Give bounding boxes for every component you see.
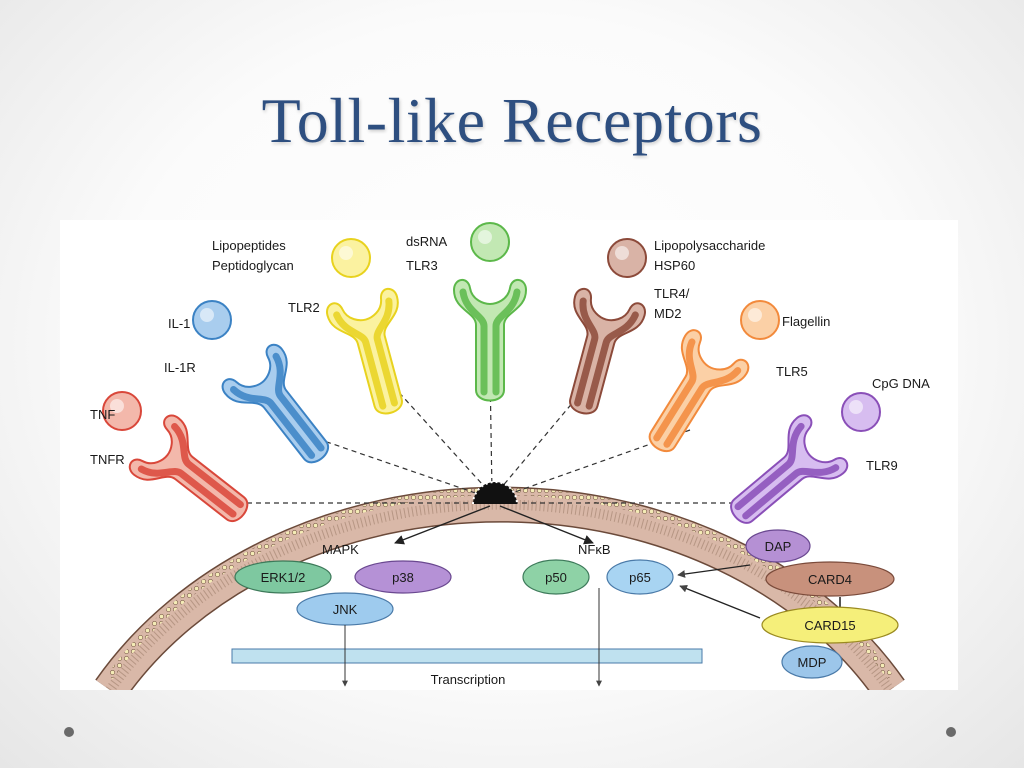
ligand-highlight-2 (339, 246, 353, 260)
ligand-highlight-5 (748, 308, 762, 322)
signal-hub (472, 481, 518, 505)
slide-corner-dot-right (946, 727, 956, 737)
label-flagellin: Flagellin (782, 314, 830, 329)
p38-node (354, 560, 452, 594)
label-hsp60: HSP60 (654, 258, 695, 273)
card15-label: CARD15 (804, 618, 855, 633)
ligand-highlight-3 (478, 230, 492, 244)
tlr-diagram: TNF TNFR IL-1 IL-1R Lipopeptides Peptido… (60, 220, 958, 690)
dap-label: DAP (765, 539, 792, 554)
ligand-highlight-6 (849, 400, 863, 414)
jnk-label: JNK (333, 602, 358, 617)
slide-corner-dot-left (64, 727, 74, 737)
diagram-canvas: TNF TNFR IL-1 IL-1R Lipopeptides Peptido… (90, 222, 930, 690)
erk-label: ERK1/2 (261, 570, 306, 585)
label-transcription: Transcription (431, 672, 506, 687)
label-md2: MD2 (654, 306, 681, 321)
label-il1: IL-1 (168, 316, 190, 331)
dap-node (745, 529, 811, 563)
label-cpg-dna: CpG DNA (872, 376, 930, 391)
ligand-4 (607, 238, 647, 278)
arrow-to-mapk (394, 505, 491, 545)
receptor-2 (326, 287, 403, 415)
mdp-node (781, 645, 843, 679)
receptor-3 (452, 279, 528, 402)
ligand-1 (192, 300, 232, 340)
label-dsrna: dsRNA (406, 234, 448, 249)
card4-label: CARD4 (808, 572, 852, 587)
label-tlr5: TLR5 (776, 364, 808, 379)
ligand-6 (841, 392, 881, 432)
receptor-6 (730, 414, 849, 524)
nucleus-bar (231, 648, 703, 664)
label-lipopolysaccharide: Lipopolysaccharide (654, 238, 765, 253)
label-peptidoglycan: Peptidoglycan (212, 258, 294, 273)
mdp-label: MDP (798, 655, 827, 670)
label-tlr9: TLR9 (866, 458, 898, 473)
p65-node (606, 559, 674, 595)
ligand-2 (331, 238, 371, 278)
receptor-1 (221, 343, 330, 464)
arrow-to-nfkb (499, 505, 594, 545)
p38-label: p38 (392, 570, 414, 585)
label-nfkb: NFκB (578, 542, 611, 557)
ligand-highlight-4 (615, 246, 629, 260)
label-tlr3: TLR3 (406, 258, 438, 273)
ligand-highlight-0 (110, 399, 124, 413)
label-tlr4: TLR4/ (654, 286, 690, 301)
label-lipopeptides: Lipopeptides (212, 238, 286, 253)
p65-label: p65 (629, 570, 651, 585)
ligand-5 (740, 300, 780, 340)
p50-node (522, 559, 590, 595)
label-tlr2: TLR2 (288, 300, 320, 315)
label-tnf: TNF (90, 407, 115, 422)
receptor-4 (569, 287, 646, 415)
label-il1r: IL-1R (164, 360, 196, 375)
arrow-card15-to-p65 (679, 584, 761, 619)
slide-title: Toll-like Receptors (261, 85, 763, 156)
p50-label: p50 (545, 570, 567, 585)
label-tnfr: TNFR (90, 452, 125, 467)
receptor-5 (648, 329, 750, 453)
label-mapk: MAPK (322, 542, 359, 557)
ligand-highlight-1 (200, 308, 214, 322)
card4-node (765, 561, 895, 597)
erk-node (234, 560, 332, 594)
ligand-3 (470, 222, 510, 262)
card15-node (761, 606, 899, 644)
arrow-card4-to-p65 (677, 564, 751, 578)
receptor-0 (128, 414, 249, 523)
